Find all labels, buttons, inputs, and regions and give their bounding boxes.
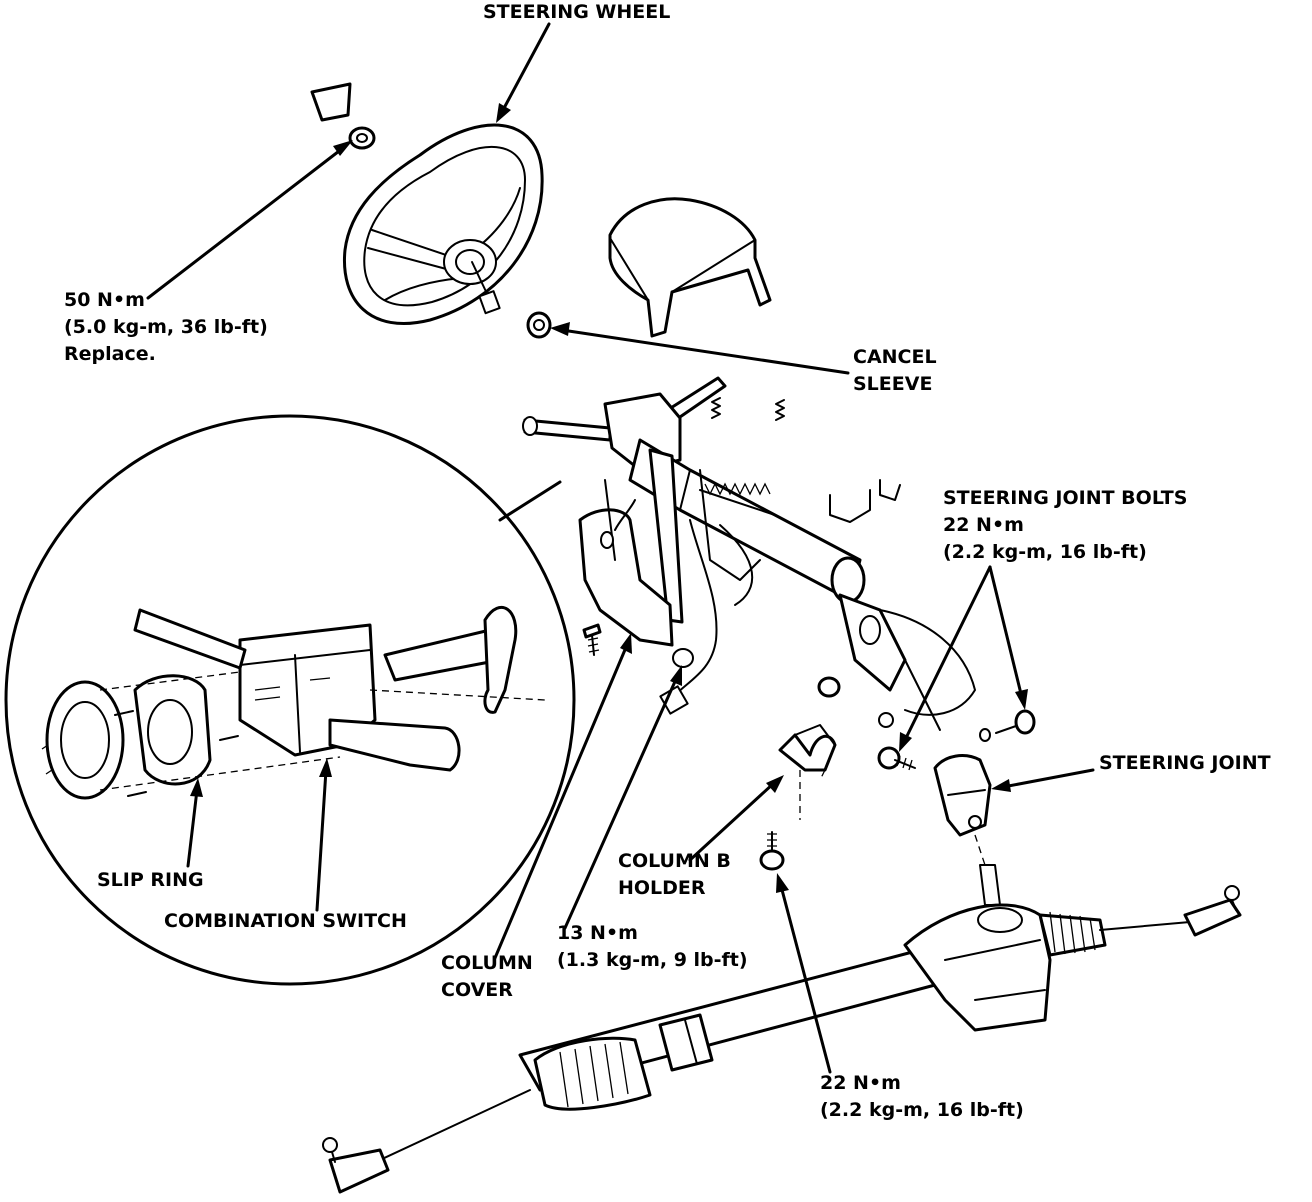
combination-switch: [135, 607, 516, 770]
label-slip-ring: SLIP RING: [97, 869, 204, 891]
label-steering-wheel: STEERING WHEEL: [483, 1, 671, 23]
cover-screw: [584, 625, 600, 655]
steering-joint: [935, 756, 990, 835]
label-steering-joint: STEERING JOINT: [1099, 752, 1271, 774]
label-column-cover: COLUMN COVER: [441, 952, 533, 1001]
leader-lines: [148, 24, 1093, 1072]
joint-bolt-left: [879, 748, 915, 770]
horn-cap: [312, 84, 350, 120]
label-steering-joint-bolts: STEERING JOINT BOLTS 22 N•m (2.2 kg-m, 1…: [943, 487, 1188, 563]
column-b-holder: [780, 725, 835, 820]
label-cancel-sleeve: CANCEL SLEEVE: [853, 346, 937, 395]
joint-bolt-right: [980, 711, 1034, 741]
steering-column: [523, 378, 975, 730]
upper-column-cover: [610, 199, 770, 336]
steering-rack: [323, 835, 1240, 1192]
label-column-b-holder: COLUMN B HOLDER: [618, 850, 731, 899]
slip-ring: [42, 682, 123, 798]
column-cover: [580, 480, 693, 667]
label-rack-torque: 22 N•m (2.2 kg-m, 16 lb-ft): [820, 1072, 1024, 1121]
holder-bolt: [761, 832, 783, 869]
cancel-sleeve: [528, 313, 550, 337]
label-combination-switch: COMBINATION SWITCH: [164, 910, 407, 932]
steering-wheel: [344, 125, 542, 323]
label-wheel-torque: 50 N•m (5.0 kg-m, 36 lb-ft) Replace.: [64, 289, 268, 365]
wheel-nut: [350, 128, 374, 148]
detail-inset: [6, 416, 574, 984]
cancel-ring-plate: [135, 676, 210, 784]
label-holder-torque: 13 N•m (1.3 kg-m, 9 lb-ft): [557, 922, 748, 971]
